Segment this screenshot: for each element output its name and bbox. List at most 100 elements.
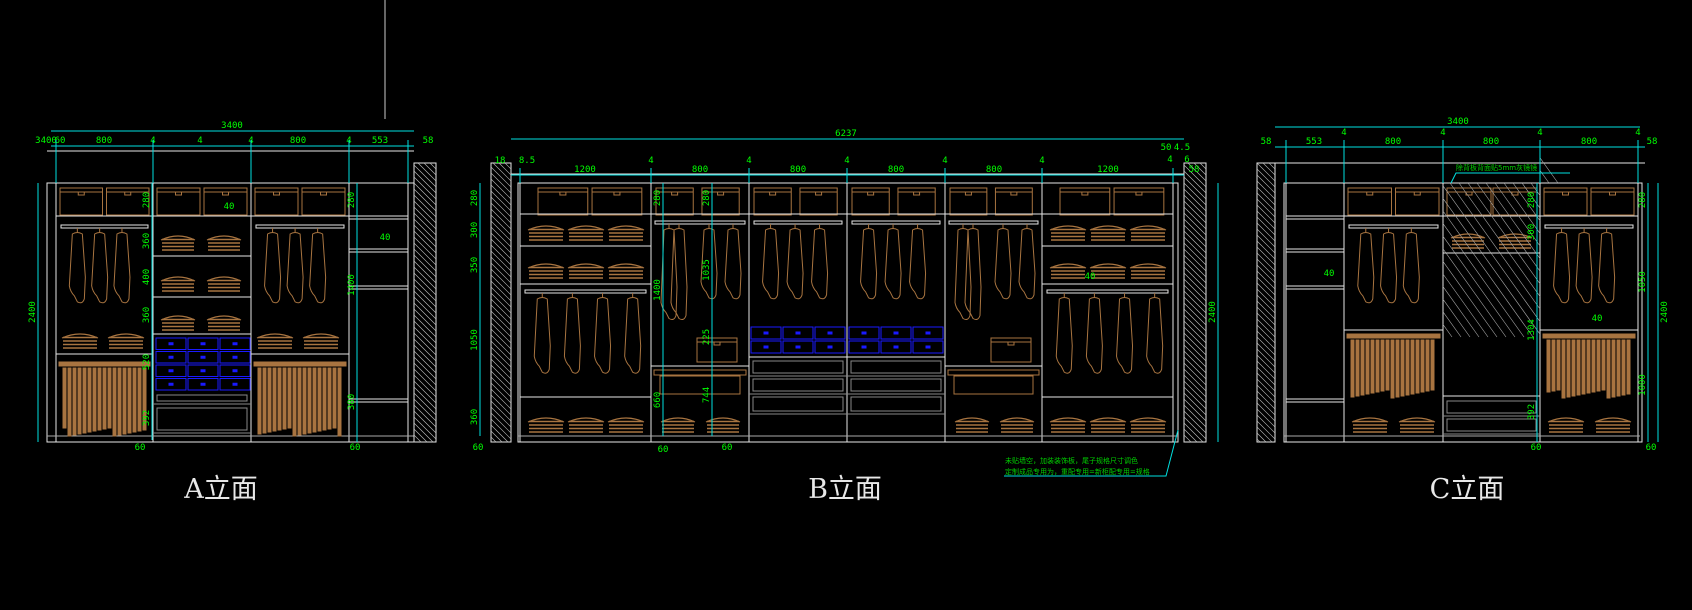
drawer-knob [200, 382, 206, 386]
small-drawer [912, 326, 944, 340]
hanging-rail [60, 224, 149, 229]
storage-box [851, 187, 890, 216]
wall-hatch-line [1183, 218, 1207, 242]
small-drawer [219, 378, 251, 391]
storage-box-handle [1609, 191, 1616, 196]
pull-out-basket [659, 375, 741, 395]
hanging-trousers [1591, 339, 1596, 393]
hanging-trousers [1586, 339, 1591, 394]
pull-out-drawer [1446, 400, 1537, 414]
wall-hatch-line [1187, 162, 1207, 182]
hanging-garment [1598, 228, 1616, 304]
wall-hatch-line [413, 314, 437, 338]
mirror-hatch-line [1442, 223, 1525, 338]
hanging-rail [1544, 224, 1634, 229]
wall-hatch-line [413, 254, 437, 278]
mirror-hatch-line [1530, 182, 1541, 196]
folded-clothes-top [1049, 263, 1087, 269]
storage-box-handle [1562, 191, 1569, 196]
hanging-trousers [277, 367, 282, 431]
note-leader-line [1004, 429, 1179, 477]
pull-out-basket [953, 375, 1034, 395]
small-drawer [880, 326, 912, 340]
hanging-garment [964, 224, 982, 320]
hanging-garment [860, 224, 878, 300]
drawer-knob [232, 369, 238, 373]
wall-hatch-line [1183, 338, 1207, 362]
pull-out-drawer [752, 396, 844, 412]
folded-clothes-top [160, 276, 196, 282]
small-drawer [155, 378, 187, 391]
small-drawer [155, 337, 187, 350]
dimension-label: 40 [1324, 269, 1335, 279]
folded-clothes-top [160, 315, 196, 321]
storage-box-handle [1135, 191, 1143, 196]
hanging-garment [1357, 228, 1375, 304]
wall-hatch-line [1256, 426, 1273, 443]
drawer-knob [232, 342, 238, 346]
storage-box [990, 337, 1032, 363]
wall-hatch-line [490, 292, 512, 314]
hanging-garment [563, 293, 581, 374]
hanging-trousers [1581, 339, 1586, 395]
storage-box [254, 187, 299, 216]
wall-hatch-line [413, 320, 437, 344]
small-drawer [782, 340, 814, 354]
storage-box-handle [913, 191, 921, 196]
storage-box-handle [1465, 191, 1473, 196]
hanging-trousers [1566, 339, 1571, 398]
hanging-garment [1116, 293, 1134, 374]
dimension-label: 4.5 [1174, 143, 1190, 153]
pull-out-drawer [752, 360, 844, 374]
pull-out-drawer [156, 394, 248, 402]
mirror-hatch-line [1467, 182, 1541, 284]
wall-hatch-line [423, 162, 437, 176]
wall-hatch-line [1183, 236, 1207, 260]
dimension-label: 280 [653, 190, 663, 206]
storage-box-handle [222, 191, 229, 196]
wall-hatch-line [504, 162, 512, 170]
storage-box-handle [867, 191, 875, 196]
folded-clothes-top [107, 333, 145, 339]
pull-out-drawer [156, 407, 248, 431]
drawer-knob [232, 382, 238, 386]
mirror-hatch-line [1494, 182, 1541, 247]
small-drawer [187, 351, 219, 364]
dimension-label: 4 [1167, 155, 1172, 165]
wall-hatch-line [413, 416, 437, 440]
wall-hatch-line [413, 236, 437, 260]
dimension-label: 1304 [1527, 319, 1537, 341]
hanging-garment [994, 224, 1012, 300]
dimension-label: 1400 [653, 279, 663, 301]
cabinet-outline-a [46, 182, 415, 443]
dimension-label: 4 [1039, 156, 1044, 166]
hanging-garment [68, 228, 86, 304]
hanging-garment [670, 224, 688, 320]
wall-hatch-line [490, 220, 512, 242]
dimension-label: 553 [372, 136, 388, 146]
hanging-trousers [1551, 339, 1556, 392]
elevation-b-title: B立面 [808, 474, 882, 505]
wall-hatch-line [1256, 330, 1276, 350]
wall-hatch-line [413, 434, 422, 443]
storage-box [1059, 187, 1111, 216]
wall-hatch-line [1183, 278, 1207, 302]
wall-hatch-line [413, 368, 437, 392]
folded-clothes-top [567, 417, 605, 423]
folded-clothes-top [302, 333, 340, 339]
wall-hatch-line [490, 256, 512, 278]
hanging-trousers [1365, 339, 1370, 395]
wall-hatch-line [1256, 372, 1276, 392]
small-drawer [750, 326, 782, 340]
dimension-label: 2400 [1660, 301, 1670, 323]
dimension-label: 1050 [1638, 271, 1648, 293]
wall-hatch-line [413, 350, 437, 374]
dimension-label: 8.5 [519, 156, 535, 166]
dimension-label: 800 [986, 165, 1002, 175]
wall-hatch-line [413, 356, 437, 380]
hanging-trousers [97, 367, 102, 431]
hanging-garment [1085, 293, 1103, 374]
hanging-trousers [1621, 339, 1626, 396]
storage-box [1113, 187, 1165, 216]
wall-hatch-line [1256, 318, 1276, 338]
